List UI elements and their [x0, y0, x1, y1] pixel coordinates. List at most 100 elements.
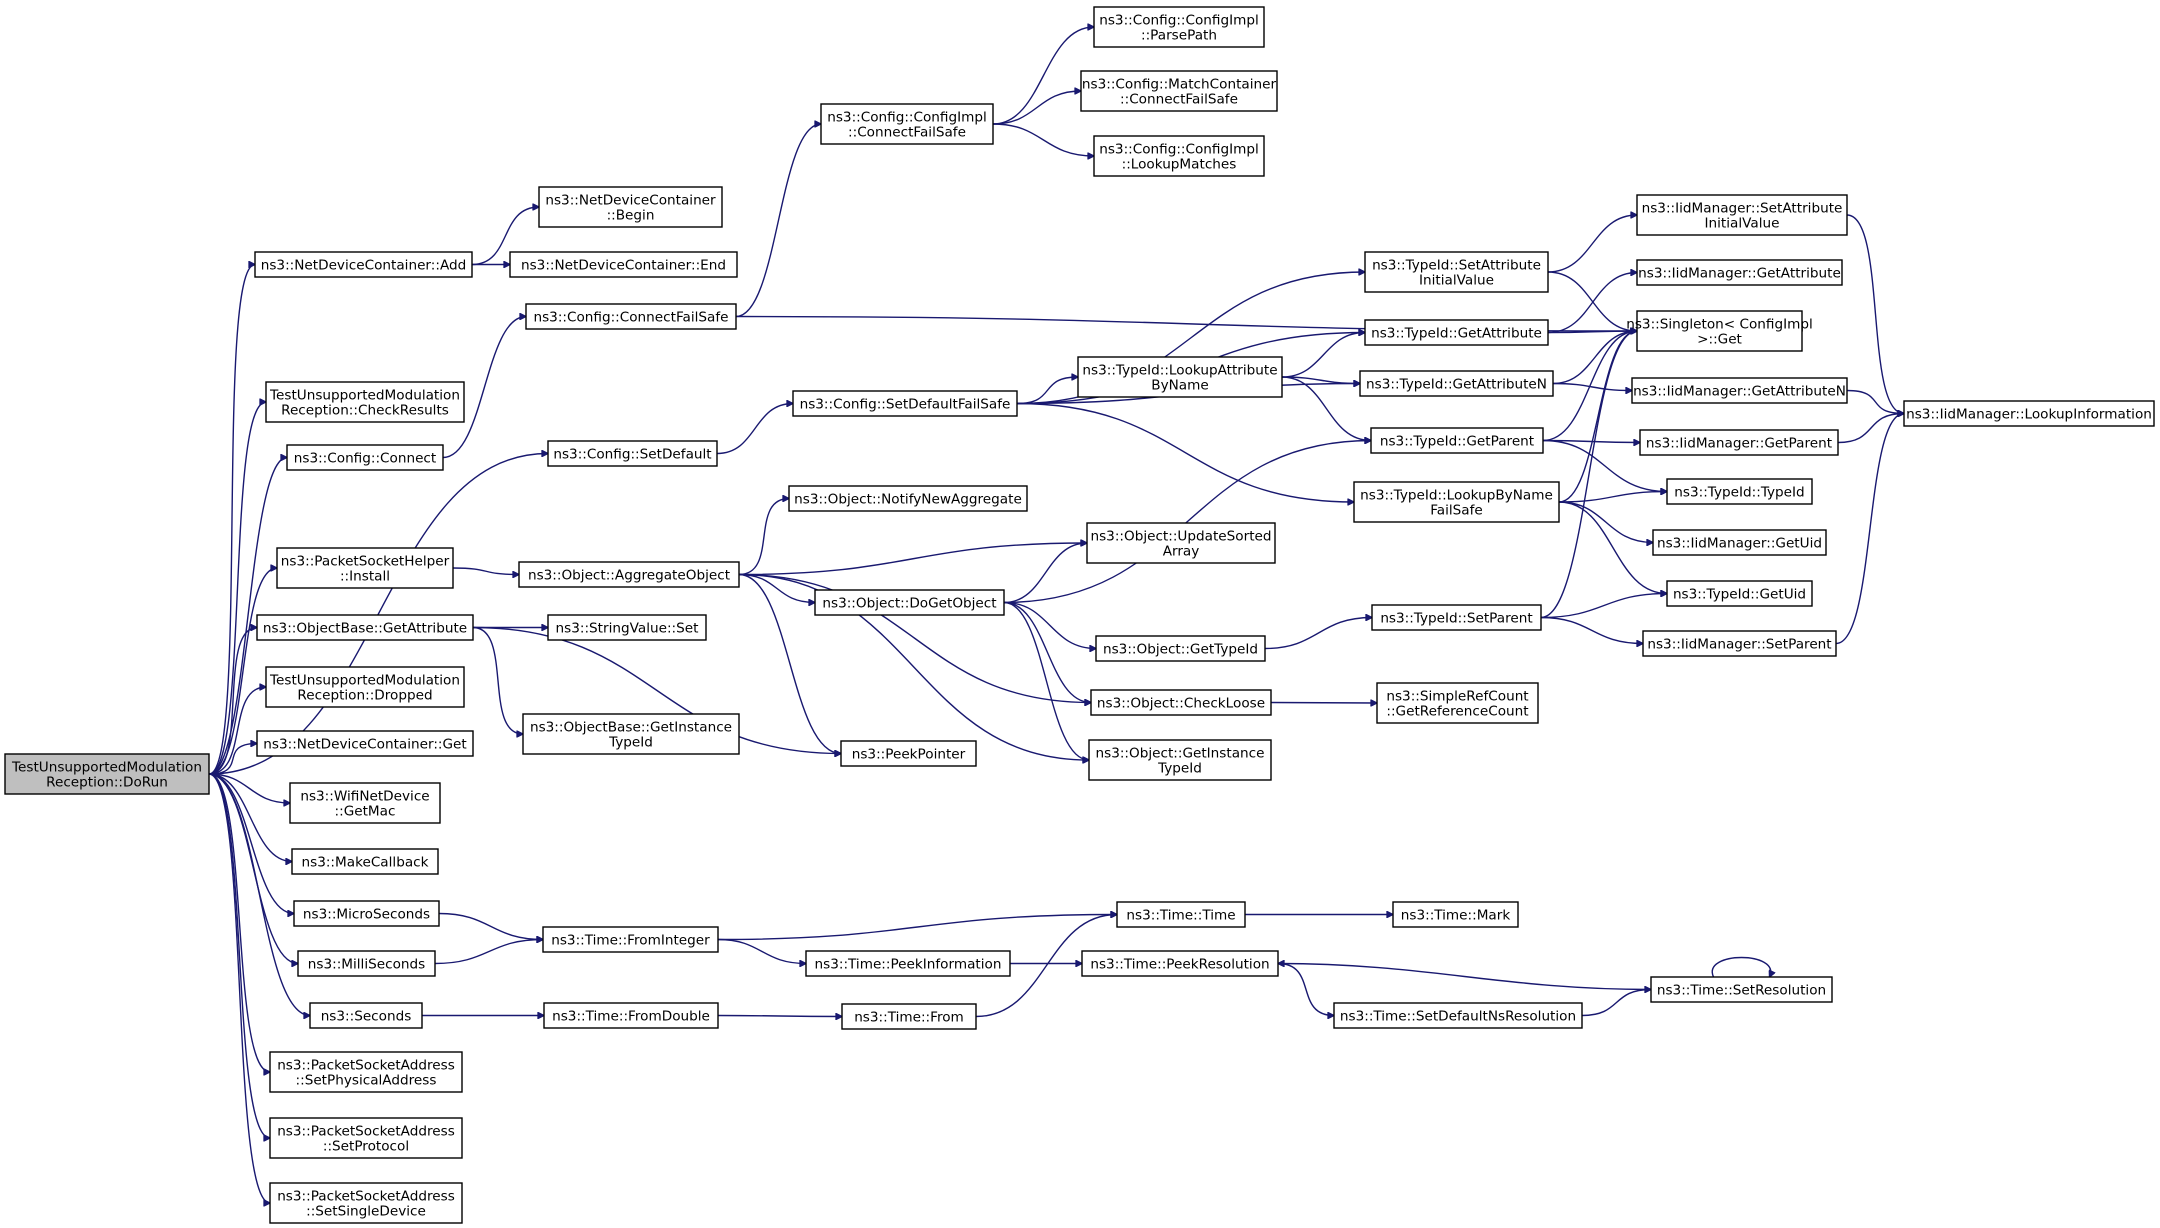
node-box	[256, 730, 474, 757]
node-wifi-getmac[interactable]: ns3::WifiNetDevice::GetMac	[289, 782, 441, 824]
node-iid-getattr[interactable]: ns3::IidManager::GetAttribute	[1636, 259, 1843, 286]
node-label: ::SetPhysicalAddress	[296, 1073, 437, 1089]
node-time-setres[interactable]: ns3::Time::SetResolution	[1650, 976, 1833, 1003]
node-time-setdefaultns[interactable]: ns3::Time::SetDefaultNsResolution	[1333, 1002, 1583, 1029]
node-milliseconds[interactable]: ns3::MilliSeconds	[297, 950, 436, 977]
node-peekpointer[interactable]: ns3::PeekPointer	[840, 740, 977, 767]
node-iid-setparent[interactable]: ns3::IidManager::SetParent	[1642, 630, 1837, 657]
edge-arrow	[1581, 990, 1651, 1017]
edge-time-frominteger-to-time-time	[717, 915, 1117, 941]
node-typeid-setparent[interactable]: ns3::TypeId::SetParent	[1371, 604, 1542, 631]
node-iid-setattr[interactable]: ns3::IidManager::SetAttributeInitialValu…	[1636, 194, 1848, 236]
node-label: ns3::Config::ConfigImpl	[827, 110, 987, 126]
node-label: ns3::IidManager::GetAttributeN	[1633, 384, 1846, 400]
node-cfgimpl-lookup[interactable]: ns3::Config::ConfigImpl::LookupMatches	[1093, 135, 1265, 177]
node-box	[1080, 70, 1278, 112]
node-mc-connectfs[interactable]: ns3::Config::MatchContainer::ConnectFail…	[1080, 70, 1278, 112]
node-seconds[interactable]: ns3::Seconds	[309, 1002, 423, 1029]
node-box	[309, 1002, 423, 1029]
node-iid-getattrn[interactable]: ns3::IidManager::GetAttributeN	[1631, 377, 1848, 404]
node-time-peekinfo[interactable]: ns3::Time::PeekInformation	[805, 950, 1011, 977]
node-typeid-getparent[interactable]: ns3::TypeId::GetParent	[1370, 427, 1544, 454]
node-typeid-typeid[interactable]: ns3::TypeId::TypeId	[1666, 478, 1813, 505]
node-box	[1666, 478, 1813, 505]
node-psh-install[interactable]: ns3::PacketSocketHelper::Install	[276, 547, 454, 589]
node-psa-setproto[interactable]: ns3::PacketSocketAddress::SetProtocol	[269, 1117, 463, 1159]
node-iid-lookupinfo[interactable]: ns3::IidManager::LookupInformation	[1903, 400, 2155, 427]
node-iid-getparent[interactable]: ns3::IidManager::GetParent	[1639, 429, 1839, 456]
node-stringvalue-set[interactable]: ns3::StringValue::Set	[547, 614, 707, 641]
node-dropped[interactable]: TestUnsupportedModulationReception::Drop…	[265, 666, 465, 708]
node-obj-dogetobject[interactable]: ns3::Object::DoGetObject	[814, 589, 1005, 616]
node-time-peekres[interactable]: ns3::Time::PeekResolution	[1081, 950, 1279, 977]
node-cfgimpl-parsepath[interactable]: ns3::Config::ConfigImpl::ParsePath	[1093, 6, 1265, 48]
node-typeid-getattr[interactable]: ns3::TypeId::GetAttribute	[1364, 319, 1549, 346]
node-iid-getuid[interactable]: ns3::IidManager::GetUid	[1652, 529, 1827, 556]
node-label: ns3::Time::SetDefaultNsResolution	[1340, 1009, 1576, 1025]
node-src-getrefcount[interactable]: ns3::SimpleRefCount::GetReferenceCount	[1376, 682, 1539, 724]
edge-arrow	[717, 1016, 842, 1017]
node-psa-setphys[interactable]: ns3::PacketSocketAddress::SetPhysicalAdd…	[269, 1051, 463, 1093]
node-check-results[interactable]: TestUnsupportedModulationReception::Chec…	[265, 381, 465, 423]
edge-root-to-ndc-get	[208, 744, 257, 775]
node-box	[276, 547, 454, 589]
node-root[interactable]: TestUnsupportedModulationReception::DoRu…	[4, 753, 210, 795]
node-cfgimpl-connectfs[interactable]: ns3::Config::ConfigImpl::ConnectFailSafe	[820, 103, 994, 145]
node-box	[1333, 1002, 1583, 1029]
node-time-from[interactable]: ns3::Time::From	[841, 1003, 977, 1030]
node-label: ns3::TypeId::GetAttributeN	[1366, 377, 1547, 393]
edge-arrow	[1281, 376, 1360, 384]
node-time-fromdouble[interactable]: ns3::Time::FromDouble	[543, 1002, 719, 1029]
edge-arrow	[1016, 402, 1354, 503]
node-time-mark[interactable]: ns3::Time::Mark	[1392, 901, 1519, 928]
node-label: ::SetSingleDevice	[306, 1204, 426, 1220]
node-label: ns3::TypeId::SetParent	[1380, 611, 1532, 627]
node-cfg-setdefaultfs[interactable]: ns3::Config::SetDefaultFailSafe	[792, 390, 1018, 417]
edge-arrow	[208, 773, 292, 862]
edge-arrow	[1846, 389, 1904, 414]
node-ndc-end[interactable]: ns3::NetDeviceContainer::End	[509, 251, 738, 278]
edge-arrow	[208, 773, 310, 1016]
edge-arrow	[1711, 956, 1770, 978]
node-time-frominteger[interactable]: ns3::Time::FromInteger	[542, 926, 719, 953]
node-box	[1353, 481, 1560, 523]
node-cfg-connectfs[interactable]: ns3::Config::ConnectFailSafe	[525, 303, 737, 330]
node-cfg-setdefault[interactable]: ns3::Config::SetDefault	[547, 440, 718, 467]
node-time-time[interactable]: ns3::Time::Time	[1116, 901, 1246, 928]
edge-arrow	[1552, 331, 1637, 385]
node-ob-getattr[interactable]: ns3::ObjectBase::GetAttribute	[256, 614, 474, 641]
node-label: ns3::IidManager::SetAttribute	[1642, 201, 1843, 217]
edge-obj-dogetobject-to-obj-gettypeid	[1003, 601, 1096, 649]
node-ndc-begin[interactable]: ns3::NetDeviceContainer::Begin	[538, 186, 723, 228]
node-label: ns3::Time::FromDouble	[552, 1009, 710, 1025]
node-box	[1090, 689, 1272, 716]
node-box	[1370, 427, 1544, 454]
node-ndc-get[interactable]: ns3::NetDeviceContainer::Get	[256, 730, 474, 757]
edge-root-to-wifi-getmac	[208, 773, 290, 803]
edge-typeid-getattr-to-iid-getattr	[1547, 273, 1637, 334]
node-obj-checkloose[interactable]: ns3::Object::CheckLoose	[1090, 689, 1272, 716]
node-obj-notify[interactable]: ns3::Object::NotifyNewAggregate	[788, 485, 1028, 512]
node-typeid-getuid[interactable]: ns3::TypeId::GetUid	[1666, 580, 1813, 607]
node-label: ns3::NetDeviceContainer	[545, 193, 716, 209]
node-box	[1636, 194, 1848, 236]
node-singleton-get[interactable]: ns3::Singleton< ConfigImpl >::Get	[1626, 310, 1813, 352]
node-obj-aggregate[interactable]: ns3::Object::AggregateObject	[518, 561, 740, 588]
node-cfg-connect[interactable]: ns3::Config::Connect	[286, 444, 444, 471]
node-label: ns3::MilliSeconds	[308, 957, 425, 973]
node-microseconds[interactable]: ns3::MicroSeconds	[293, 900, 440, 927]
node-label: ns3::ObjectBase::GetAttribute	[263, 621, 467, 637]
node-obj-gettypeid[interactable]: ns3::Object::GetTypeId	[1095, 635, 1266, 662]
node-box	[509, 251, 738, 278]
node-makecallback[interactable]: ns3::MakeCallback	[291, 848, 439, 875]
node-ndc-add[interactable]: ns3::NetDeviceContainer::Add	[254, 251, 473, 278]
node-psa-setsingle[interactable]: ns3::PacketSocketAddress::SetSingleDevic…	[269, 1182, 463, 1224]
node-label: ns3::IidManager::LookupInformation	[1906, 407, 2152, 423]
node-typeid-getattrn[interactable]: ns3::TypeId::GetAttributeN	[1359, 370, 1554, 397]
